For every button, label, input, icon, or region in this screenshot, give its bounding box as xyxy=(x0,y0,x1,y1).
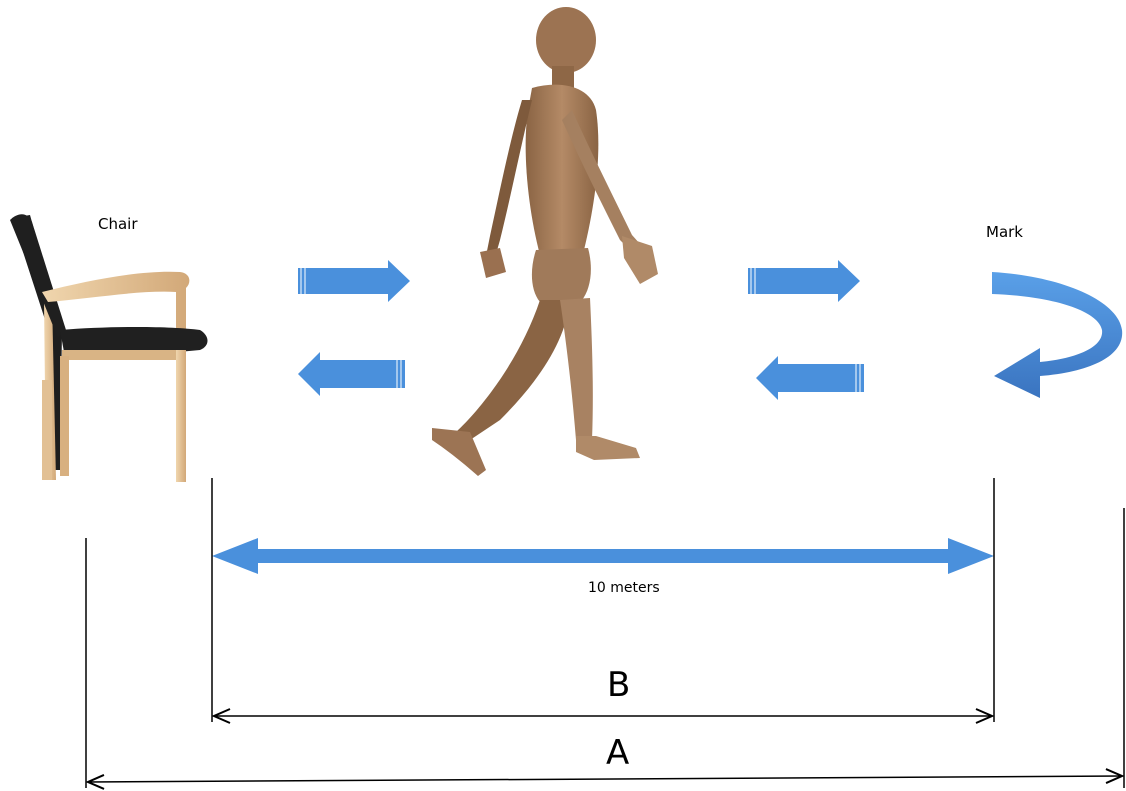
arrow-out-1 xyxy=(298,260,410,302)
dimension-b-label: B xyxy=(607,665,630,705)
dimension-lines xyxy=(85,478,1125,788)
arrow-back-1 xyxy=(298,352,405,396)
distance-label: 10 meters xyxy=(588,580,660,596)
ten-meter-arrow xyxy=(212,538,994,574)
dimension-a-label: A xyxy=(606,733,629,773)
mark-label: Mark xyxy=(986,223,1023,241)
dimension-a-line xyxy=(88,776,1122,782)
arrow-back-2 xyxy=(756,356,864,400)
turn-around-arrow-icon xyxy=(992,272,1123,398)
chair-icon xyxy=(10,214,208,482)
chair-label: Chair xyxy=(98,215,138,233)
arrow-out-2 xyxy=(748,260,860,302)
walking-person-icon xyxy=(432,7,658,476)
